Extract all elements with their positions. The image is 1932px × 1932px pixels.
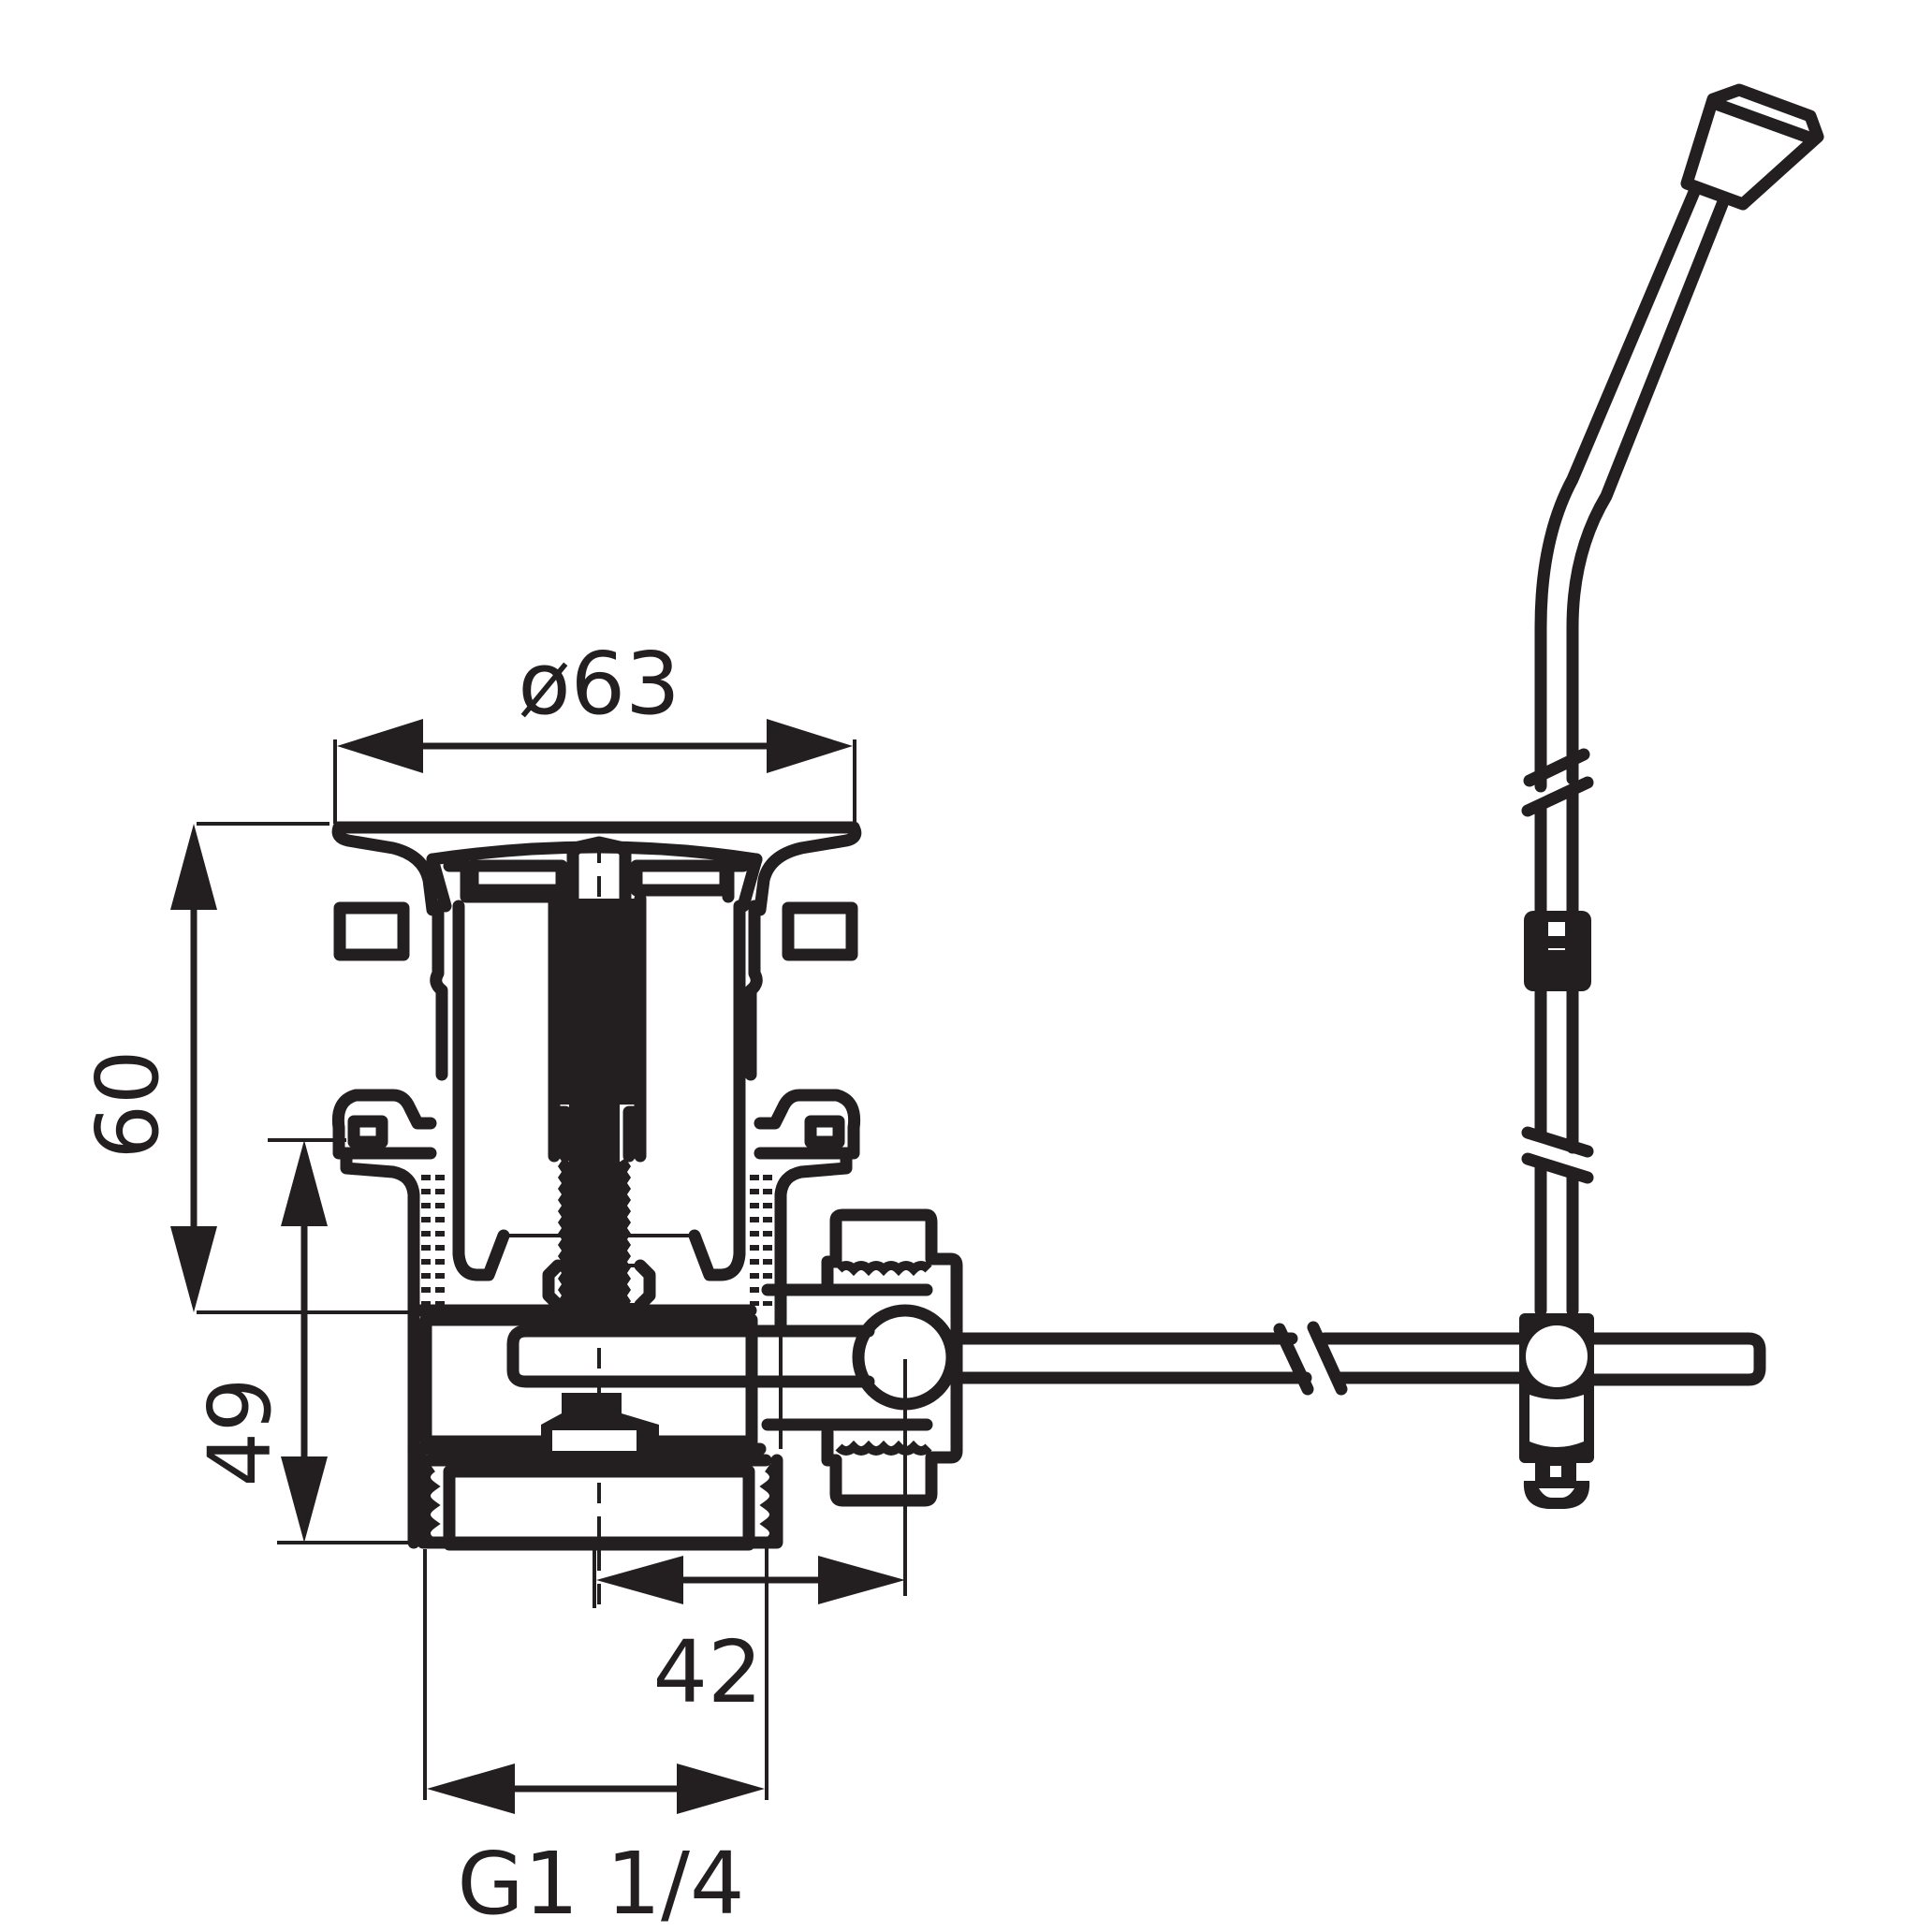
lever-knob <box>1680 83 1824 211</box>
dimension-thread-size: G1 1/4 <box>423 1544 768 1932</box>
rod-coupling <box>1519 1313 1594 1509</box>
lever-rod-vertical <box>1521 185 1729 1317</box>
lift-rod-horizontal <box>506 1321 1766 1396</box>
dimension-flange-diameter: ø63 <box>333 634 856 824</box>
dimension-label-thread-size: G1 1/4 <box>457 1834 744 1932</box>
dimension-overall-height: 60 <box>78 822 412 1314</box>
drain-flange-cap <box>331 821 862 961</box>
ball-joint-nut <box>761 1208 963 1507</box>
dimension-label-rod-offset: 42 <box>652 1622 762 1722</box>
dimension-label-overall-height: 60 <box>78 1049 178 1159</box>
dimension-body-height: 49 <box>190 1138 417 1544</box>
dimension-label-body-height: 49 <box>190 1377 290 1486</box>
body-thread-left <box>421 1175 445 1306</box>
threaded-stem <box>541 933 659 1460</box>
dimension-label-flange-diameter: ø63 <box>518 634 680 734</box>
rod-clip <box>1524 911 1591 991</box>
